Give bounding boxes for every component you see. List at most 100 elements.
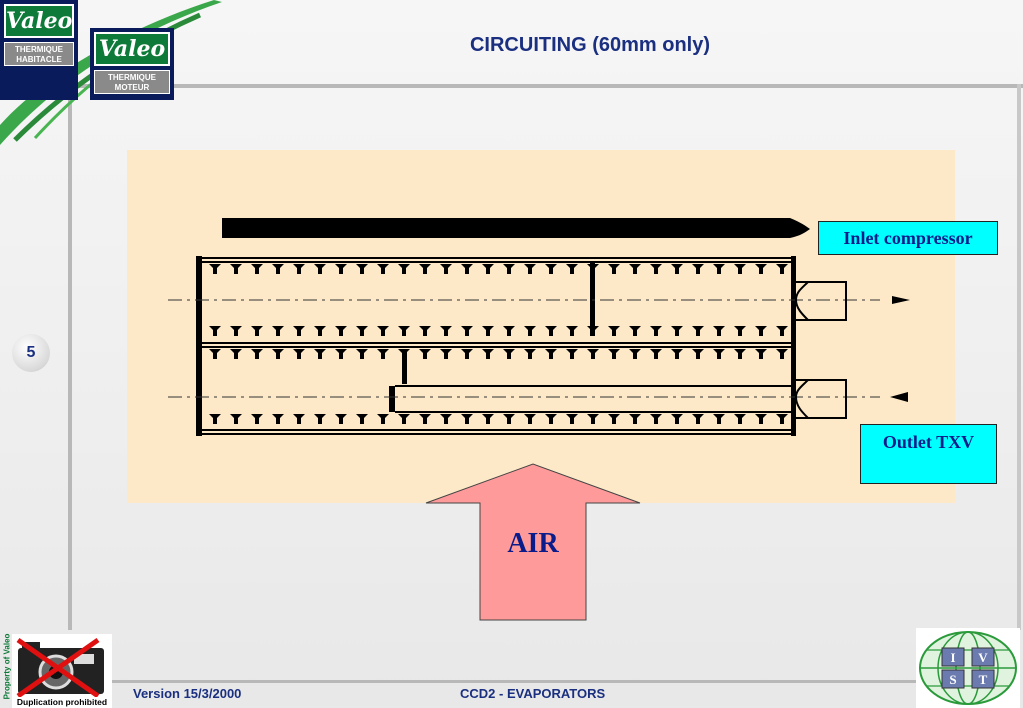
air-label: AIR	[507, 528, 559, 559]
no-camera-icon	[12, 634, 112, 698]
header-tube	[222, 218, 810, 238]
fin-glyph	[503, 326, 515, 336]
fin-glyph	[209, 414, 221, 424]
footer-version: Version 15/3/2000	[133, 686, 242, 701]
fin-glyph	[251, 326, 263, 336]
frame-bottom-line	[110, 680, 920, 683]
outlet-flow-arrow	[890, 392, 908, 402]
fin-glyph	[230, 264, 242, 274]
valeo-habitacle-division: THERMIQUE HABITACLE	[4, 42, 74, 66]
core-plates	[196, 257, 796, 435]
frame-right-line	[1017, 84, 1021, 630]
fin-glyph	[566, 264, 578, 274]
fin-glyph	[776, 264, 788, 274]
fin-glyph	[713, 264, 725, 274]
fin-glyph	[524, 414, 536, 424]
footer-document-name: CCD2 - EVAPORATORS	[460, 686, 606, 701]
fin-glyph	[713, 349, 725, 359]
property-notice: Property of Valeo	[2, 633, 12, 700]
fin-glyph	[482, 349, 494, 359]
fin-glyph	[629, 326, 641, 336]
ivst-letter-i: I	[950, 650, 955, 665]
frame-top-line	[68, 84, 1023, 88]
fin-glyph	[461, 264, 473, 274]
inlet-compressor-label: Inlet compressor	[818, 221, 998, 255]
partition-upper	[590, 262, 595, 336]
fin-glyph	[755, 326, 767, 336]
inlet-pipe	[795, 281, 847, 321]
fin-glyph	[734, 349, 746, 359]
outlet-pipe	[795, 379, 847, 419]
fin-glyph	[629, 349, 641, 359]
fin-glyph	[503, 414, 515, 424]
left-end-plate	[196, 256, 202, 436]
fin-glyph	[398, 414, 410, 424]
fin-glyph	[713, 414, 725, 424]
fin-glyph	[251, 264, 263, 274]
fin-glyph	[314, 326, 326, 336]
ivst-letter-v: V	[978, 650, 988, 665]
fin-glyph	[755, 264, 767, 274]
fin-glyph	[776, 414, 788, 424]
fin-glyph	[398, 326, 410, 336]
fin-glyph	[419, 264, 431, 274]
fin-glyph	[524, 264, 536, 274]
fin-glyph	[692, 326, 704, 336]
fin-glyph	[293, 349, 305, 359]
partition-middle	[402, 352, 407, 384]
outlet-txv-label: Outlet TXV	[860, 424, 997, 484]
page-number-badge: 5	[12, 334, 50, 372]
fin-glyph	[335, 264, 347, 274]
fin-glyph	[566, 414, 578, 424]
fin-glyph	[482, 326, 494, 336]
fin-glyph	[692, 349, 704, 359]
fin-glyph	[713, 326, 725, 336]
ivst-letter-t: T	[979, 672, 988, 687]
fin-glyph	[209, 264, 221, 274]
fin-glyph	[776, 326, 788, 336]
fin-glyph	[671, 414, 683, 424]
valeo-moteur-brand: Valeo	[94, 32, 170, 66]
fin-glyph	[230, 414, 242, 424]
fin-glyph	[755, 349, 767, 359]
fin-glyph	[419, 414, 431, 424]
ivst-letter-s: S	[949, 672, 956, 687]
fin-glyph	[356, 264, 368, 274]
valeo-habitacle-brand: Valeo	[4, 4, 74, 38]
fin-glyph	[356, 349, 368, 359]
fin-glyph	[314, 264, 326, 274]
fin-glyph	[272, 414, 284, 424]
fin-glyph	[461, 414, 473, 424]
slide-title: CIRCUITING (60mm only)	[469, 34, 711, 56]
fin-glyph	[335, 326, 347, 336]
fin-glyph	[461, 349, 473, 359]
fin-glyph	[251, 414, 263, 424]
fin-glyph	[440, 264, 452, 274]
fin-glyph	[482, 264, 494, 274]
fin-glyph	[524, 349, 536, 359]
fin-glyph	[608, 326, 620, 336]
fin-glyph	[461, 326, 473, 336]
fin-glyph	[734, 326, 746, 336]
fin-glyph	[314, 414, 326, 424]
fin-glyph	[545, 414, 557, 424]
fin-glyph	[251, 349, 263, 359]
fin-glyph	[566, 326, 578, 336]
fin-glyph	[293, 414, 305, 424]
fins-row-1	[209, 264, 788, 274]
fin-glyph	[629, 414, 641, 424]
fin-glyph	[566, 349, 578, 359]
inlet-flow-arrow	[892, 296, 910, 304]
fin-glyph	[671, 349, 683, 359]
fin-glyph	[587, 414, 599, 424]
fin-glyph	[545, 326, 557, 336]
fin-glyph	[398, 264, 410, 274]
fins-row-2	[209, 326, 788, 336]
fin-glyph	[356, 326, 368, 336]
fin-glyph	[293, 326, 305, 336]
fins-row-4	[209, 414, 788, 424]
valeo-moteur-division: THERMIQUE MOTEUR	[94, 70, 170, 94]
frame-left-line	[68, 84, 72, 630]
fin-glyph	[419, 349, 431, 359]
fin-glyph	[356, 414, 368, 424]
